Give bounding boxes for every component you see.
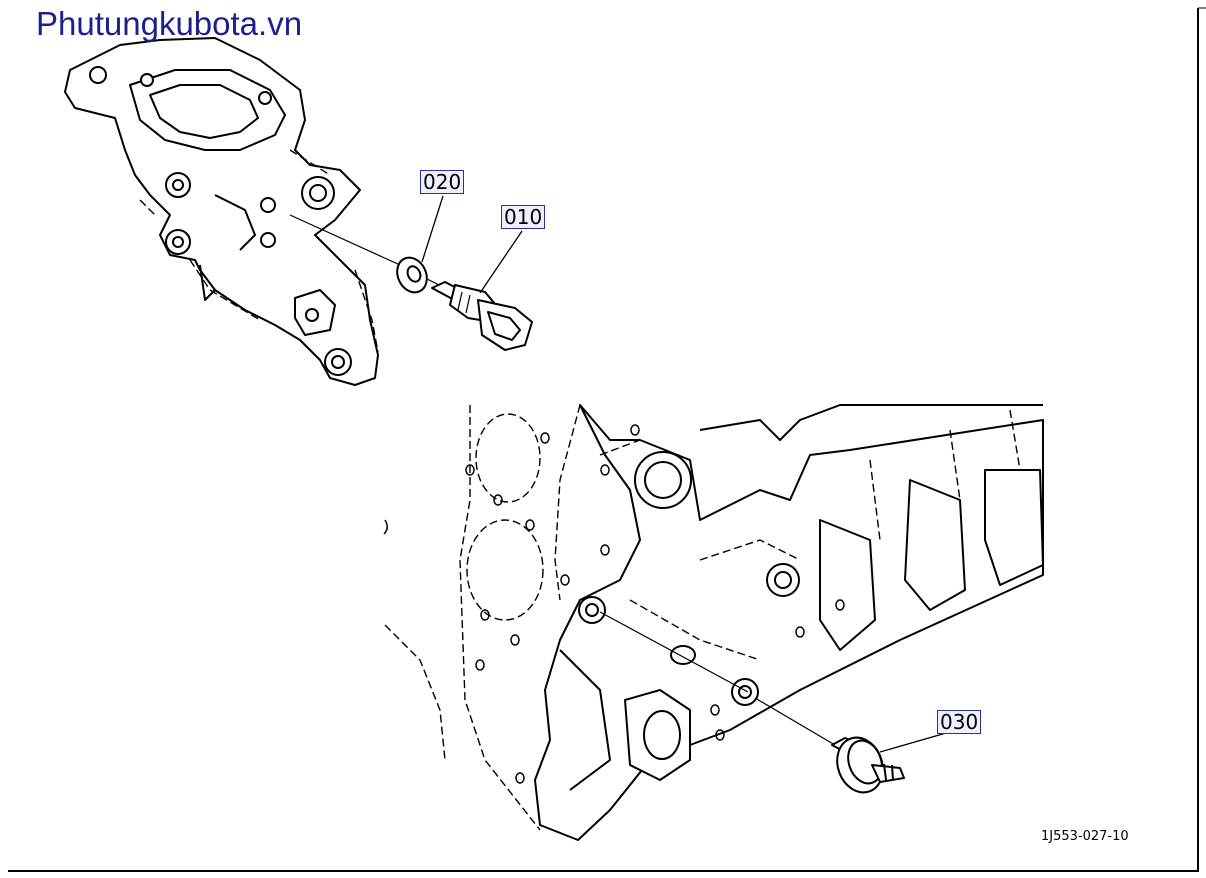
washer-020: [396, 256, 428, 294]
page-border: [8, 7, 1206, 872]
callout-020[interactable]: 020: [420, 170, 465, 194]
housing-hidden-lines: [139, 149, 379, 353]
leader-lines: [421, 195, 947, 753]
engine-block-hidden-lines: [384, 404, 1021, 831]
engine-bolt-holes: [383, 424, 845, 784]
switch-axis-line: [599, 611, 836, 746]
callout-010[interactable]: 010: [501, 205, 546, 229]
temperature-sensor-010: [431, 281, 533, 351]
drawing-code: 1J553-027-10: [1041, 829, 1129, 844]
engine-block: [534, 404, 1044, 841]
thermostat-housing: [64, 37, 379, 386]
site-watermark: Phutungkubota.vn: [36, 5, 303, 42]
oil-pressure-switch-030: [831, 736, 905, 794]
callout-030[interactable]: 030: [937, 710, 982, 734]
